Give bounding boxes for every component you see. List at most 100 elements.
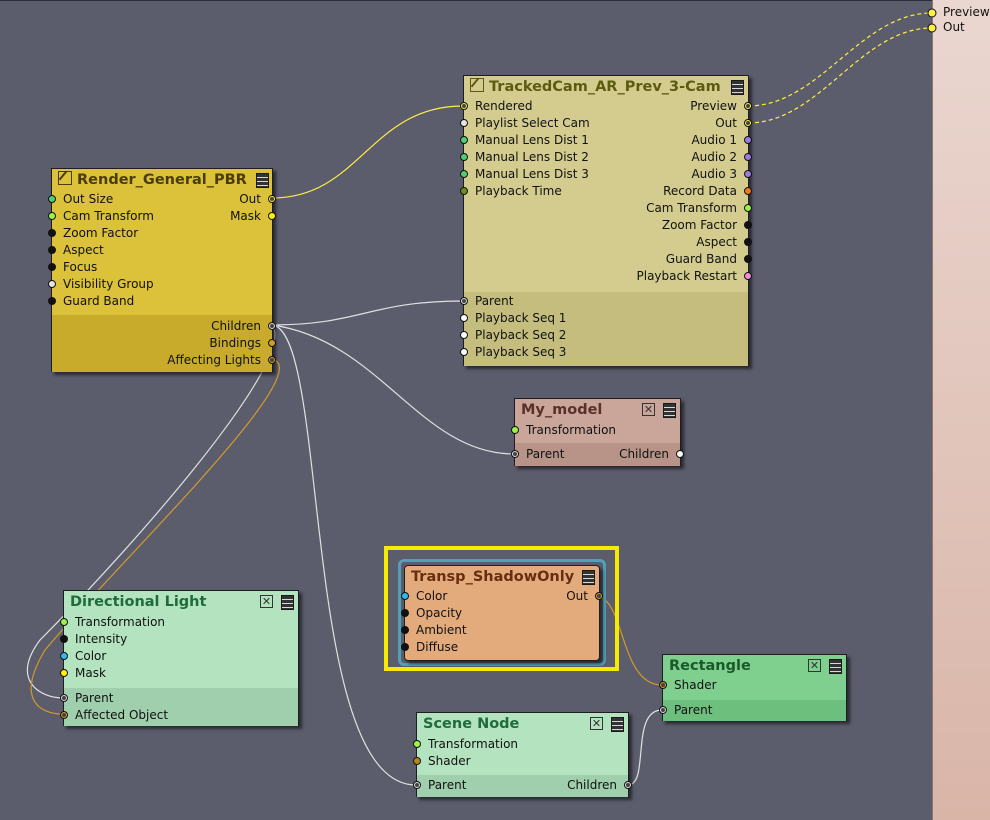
port-affecting-lights[interactable]: Affecting Lights — [167, 352, 276, 369]
port-dot[interactable] — [60, 669, 68, 677]
port-mask[interactable]: Mask — [60, 665, 106, 682]
port-zoom-factor[interactable]: Zoom Factor — [48, 225, 138, 242]
node-title[interactable]: Transp_ShadowOnly — [405, 566, 599, 588]
close-icon[interactable]: ✕ — [642, 403, 655, 416]
menu-icon[interactable] — [663, 403, 676, 418]
port-dot[interactable] — [659, 681, 667, 689]
port-dot[interactable] — [48, 246, 56, 254]
port-cam-transform[interactable]: Cam Transform — [646, 200, 752, 217]
port-dot[interactable] — [401, 592, 409, 600]
port-dot[interactable] — [744, 204, 752, 212]
port-dot[interactable] — [413, 781, 421, 789]
port-dot[interactable] — [48, 212, 56, 220]
port-dot[interactable] — [60, 618, 68, 626]
port-dot[interactable] — [676, 450, 684, 458]
port-dot[interactable] — [48, 195, 56, 203]
port-children[interactable]: Children — [211, 318, 276, 335]
port-record-data[interactable]: Record Data — [663, 183, 752, 200]
port-children[interactable]: Children — [619, 446, 684, 463]
menu-icon[interactable] — [582, 570, 595, 585]
transp-shadowonly-node[interactable]: Transp_ShadowOnly Color Opacity Ambient … — [401, 565, 603, 661]
port-zoom-factor[interactable]: Zoom Factor — [662, 217, 752, 234]
port-dot[interactable] — [744, 187, 752, 195]
port-dot[interactable] — [744, 119, 752, 127]
port-playback-time[interactable]: Playback Time — [460, 183, 562, 200]
port-aspect[interactable]: Aspect — [48, 242, 104, 259]
port-dot[interactable] — [460, 187, 468, 195]
port-out[interactable]: Out — [566, 588, 603, 605]
port-audio-1[interactable]: Audio 1 — [691, 132, 752, 149]
port-dot[interactable] — [460, 136, 468, 144]
port-dot[interactable] — [401, 609, 409, 617]
port-manual-lens-dist-1[interactable]: Manual Lens Dist 1 — [460, 132, 589, 149]
port-dot[interactable] — [48, 297, 56, 305]
port-dot[interactable] — [624, 781, 632, 789]
port-dot[interactable] — [60, 711, 68, 719]
port-transformation[interactable]: Transformation — [413, 736, 518, 753]
port-preview[interactable]: Preview — [690, 98, 752, 115]
port-dot[interactable] — [268, 339, 276, 347]
port-dot[interactable] — [595, 592, 603, 600]
port-dot[interactable] — [48, 229, 56, 237]
port-parent[interactable]: Parent — [511, 446, 564, 463]
directional-light-node[interactable]: Directional Light ✕ Transformation Inten… — [60, 590, 299, 726]
node-title[interactable]: Rectangle — [663, 655, 846, 677]
port-dot[interactable] — [268, 212, 276, 220]
port-out-size[interactable]: Out Size — [48, 191, 113, 208]
port-dot[interactable] — [401, 626, 409, 634]
port-dot[interactable] — [460, 170, 468, 178]
edit-icon[interactable] — [470, 78, 484, 92]
scene-node[interactable]: Scene Node ✕ Transformation Shader Paren… — [413, 712, 632, 797]
node-title[interactable]: Scene Node — [417, 713, 628, 735]
port-dot[interactable] — [460, 119, 468, 127]
port-dot[interactable] — [268, 322, 276, 330]
port-color[interactable]: Color — [60, 648, 106, 665]
port-shader[interactable]: Shader — [659, 677, 717, 694]
render-general-pbr-node[interactable]: Render_General_PBR Out Size Cam Transfor… — [48, 168, 276, 372]
port-manual-lens-dist-3[interactable]: Manual Lens Dist 3 — [460, 166, 589, 183]
port-dot[interactable] — [413, 757, 421, 765]
port-dot[interactable] — [268, 356, 276, 364]
port-cam-transform[interactable]: Cam Transform — [48, 208, 154, 225]
port-dot[interactable] — [744, 272, 752, 280]
port-parent[interactable]: Parent — [659, 702, 712, 719]
port-dot[interactable] — [60, 694, 68, 702]
port-diffuse[interactable]: Diffuse — [401, 639, 458, 656]
port-dot[interactable] — [511, 450, 519, 458]
port-bindings[interactable]: Bindings — [209, 335, 276, 352]
port-transformation[interactable]: Transformation — [511, 422, 616, 439]
port-dot[interactable] — [60, 652, 68, 660]
port-visibility-group[interactable]: Visibility Group — [48, 276, 154, 293]
port-out[interactable]: Out — [715, 115, 752, 132]
port-dot[interactable] — [744, 102, 752, 110]
port-rendered[interactable]: Rendered — [460, 98, 532, 115]
port-dot[interactable] — [48, 263, 56, 271]
port-shader[interactable]: Shader — [413, 753, 471, 770]
my-model-node[interactable]: My_model ✕ Transformation Parent Childre… — [511, 398, 684, 466]
menu-icon[interactable] — [731, 80, 744, 95]
port-intensity[interactable]: Intensity — [60, 631, 127, 648]
port-dot[interactable] — [744, 170, 752, 178]
node-title[interactable]: Directional Light — [64, 591, 298, 613]
port-dot[interactable] — [460, 348, 468, 356]
port-mask[interactable]: Mask — [230, 208, 276, 225]
close-icon[interactable]: ✕ — [590, 717, 603, 730]
port-opacity[interactable]: Opacity — [401, 605, 462, 622]
menu-icon[interactable] — [829, 659, 842, 674]
node-title[interactable]: TrackedCam_AR_Prev_3-Cam — [464, 76, 748, 98]
port-transformation[interactable]: Transformation — [60, 614, 165, 631]
port-parent[interactable]: Parent — [460, 293, 513, 310]
port-playback-restart[interactable]: Playback Restart — [637, 268, 752, 285]
port-playback-seq-1[interactable]: Playback Seq 1 — [460, 310, 566, 327]
menu-icon[interactable] — [611, 717, 624, 732]
close-icon[interactable]: ✕ — [260, 595, 273, 608]
port-dot[interactable] — [744, 136, 752, 144]
port-dot[interactable] — [60, 635, 68, 643]
close-icon[interactable]: ✕ — [808, 659, 821, 672]
port-dot[interactable] — [460, 314, 468, 322]
port-manual-lens-dist-2[interactable]: Manual Lens Dist 2 — [460, 149, 589, 166]
port-dot[interactable] — [460, 297, 468, 305]
port-aspect[interactable]: Aspect — [696, 234, 752, 251]
port-dot[interactable] — [268, 195, 276, 203]
rectangle-node[interactable]: Rectangle ✕ Shader Parent — [659, 654, 847, 721]
